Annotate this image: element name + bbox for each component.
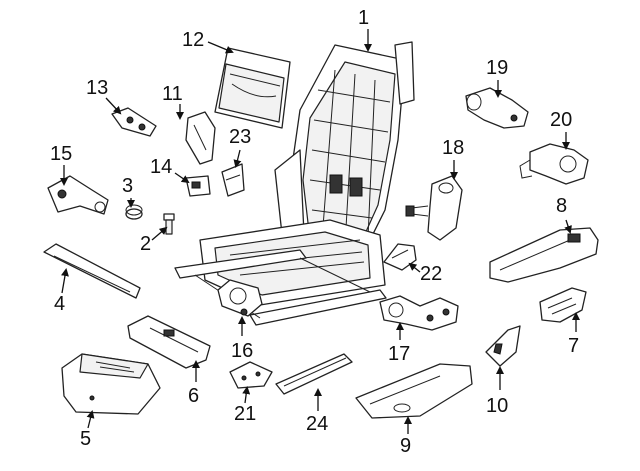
callout-15: 15 [50,143,72,165]
callout-23: 23 [229,126,251,148]
callout-5: 5 [80,428,91,450]
bolt-part [163,213,175,235]
storage-pouch-part [214,47,291,129]
leader-21 [242,386,251,404]
callout-14: 14 [150,156,172,178]
trim-strip-part [43,243,141,299]
leader-13 [105,97,122,115]
switch-panel-7 [539,287,587,323]
callout-17: 17 [388,343,410,365]
motor-17 [379,295,459,331]
leader-2 [151,226,168,241]
callout-24: 24 [306,413,328,435]
callout-20: 20 [550,109,572,131]
leader-12 [207,41,234,54]
leader-8 [564,219,572,234]
part-15 [47,175,109,215]
motor-16 [217,279,263,317]
rail-24 [275,353,353,395]
recliner-motor-18 [405,175,463,241]
leader-23 [233,149,242,168]
side-trim-8 [489,227,599,283]
part-6 [127,315,211,369]
callout-1: 1 [358,7,369,29]
part-23 [221,163,245,197]
leader-5 [86,410,95,429]
callout-8: 8 [556,195,567,217]
callout-9: 9 [400,435,411,457]
side-cover-part [355,363,473,419]
leader-4 [61,268,69,294]
part-20 [519,143,589,185]
callout-21: 21 [234,403,256,425]
part-14 [185,175,211,197]
part-10 [485,325,521,367]
callout-13: 13 [86,77,108,99]
callout-16: 16 [231,340,253,362]
part-21 [229,361,273,389]
callout-2: 2 [140,233,151,255]
callout-4: 4 [54,293,65,315]
callout-7: 7 [568,335,579,357]
seat-frame-part [174,41,415,326]
part-13 [111,107,157,137]
part-3 [125,204,143,220]
callout-11: 11 [162,83,183,105]
callout-18: 18 [442,137,464,159]
callout-19: 19 [486,57,508,79]
leader-14 [174,172,190,184]
part-11 [185,111,216,165]
callout-3: 3 [122,175,133,197]
part-22 [383,243,417,271]
callout-6: 6 [188,385,199,407]
callout-12: 12 [182,29,204,51]
cushion-block-part [61,353,161,415]
motor-19 [465,87,529,129]
leader-22 [408,262,421,273]
callout-10: 10 [486,395,508,417]
callout-22: 22 [420,263,442,285]
